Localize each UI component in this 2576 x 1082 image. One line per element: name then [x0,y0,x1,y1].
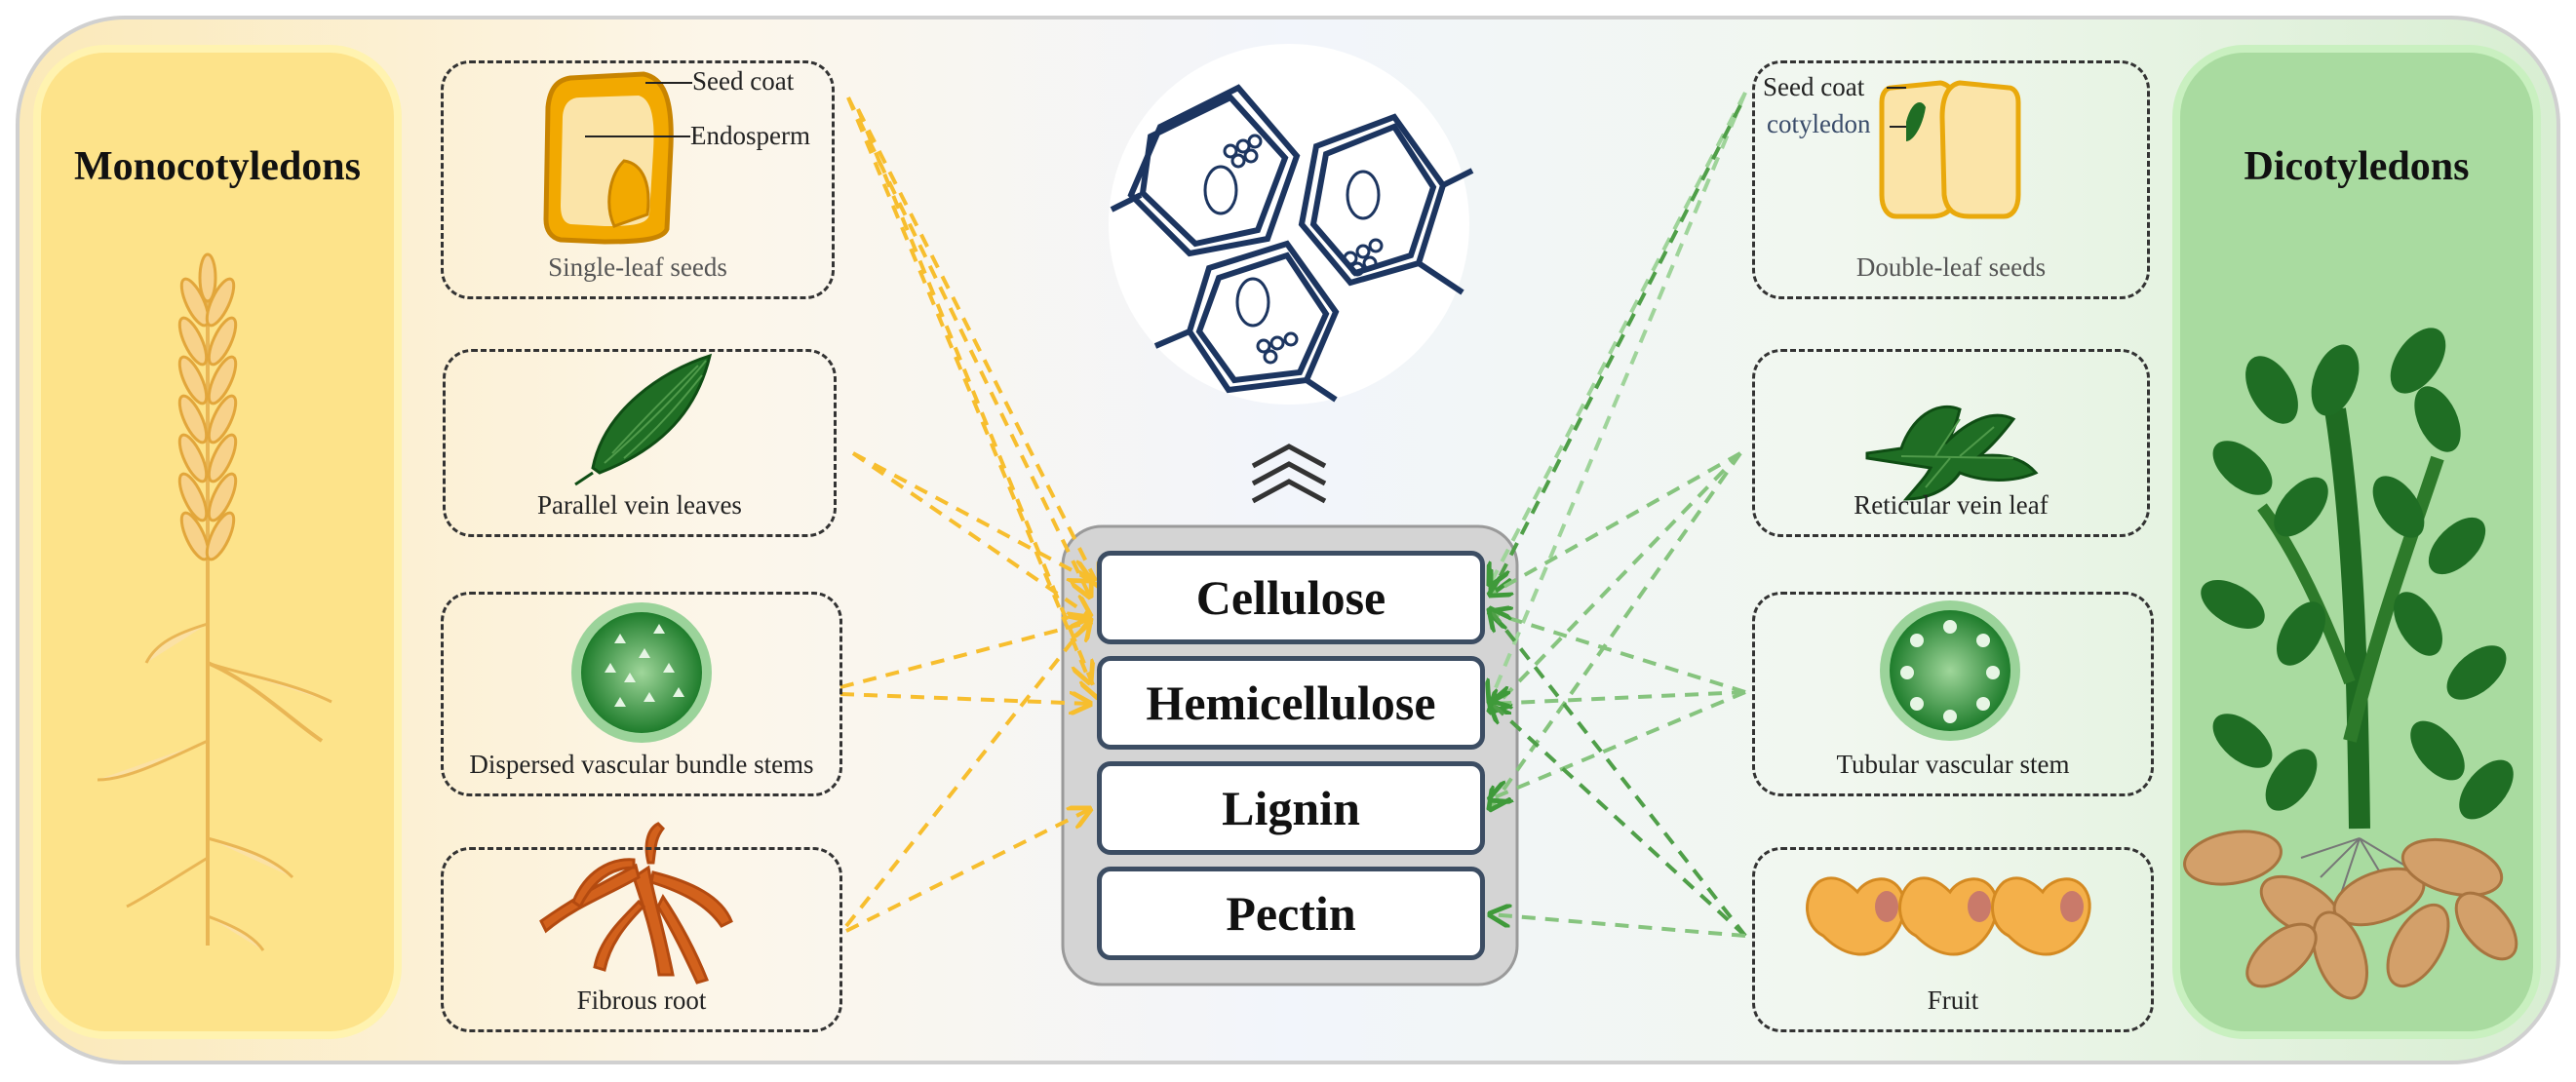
chevron-up-icon [1251,444,1327,504]
parallel-vein-leaves-label: Parallel vein leaves [537,490,742,520]
dicotyledons-title: Dicotyledons [2244,144,2470,189]
plant-cell-wall-icon [1109,44,1474,405]
fibrous-root-box: Fibrous root [441,847,842,1032]
dispersed-vascular-box: Dispersed vascular bundle stems [441,592,842,796]
wheat-plant-icon [97,252,332,951]
seed-coat-annotation: Seed coat [692,66,795,96]
cotyledon-annotation: cotyledon [1767,109,1871,138]
tubular-vascular-stem-box: Tubular vascular stem [1752,592,2154,796]
parallel-vein-leaf-icon [574,353,713,486]
double-leaf-seeds-label: Double-leaf seeds [1855,252,2047,282]
fibrous-root-label: Fibrous root [576,985,707,1015]
double-leaf-seeds-box: Double-leaf seeds [1752,60,2150,299]
endosperm-annotation: Endosperm [690,121,810,150]
monocot-seed-icon [543,71,692,245]
single-leaf-seeds-box: Single-leaf seeds [441,60,835,299]
dispersed-vascular-label: Dispersed vascular bundle stems [469,750,814,779]
dicot-seed-coat-annotation: Seed coat [1763,72,1865,101]
tubular-stem-icon [1880,600,2020,741]
dicot-seed-icon [1879,80,2021,219]
single-leaf-seeds-label: Single-leaf seeds [548,252,727,282]
tubular-vascular-stem-label: Tubular vascular stem [1836,750,2070,779]
reticular-leaf-icon [1865,405,2039,501]
reticular-vein-leaf-box: Reticular vein leaf [1752,349,2150,537]
fruit-label: Fruit [1927,985,1979,1015]
dispersed-stem-icon [571,602,712,743]
lignin-box: Lignin [1097,761,1485,855]
fibrous-root-icon [539,822,733,985]
reticular-vein-leaf-label: Reticular vein leaf [1854,490,2049,520]
hemicellulose-box: Hemicellulose [1097,656,1485,750]
monocot-arrows [839,97,1098,933]
parallel-vein-leaves-box: Parallel vein leaves [443,349,837,537]
peanut-fruit-icon [1806,876,2091,956]
dicot-arrows [1490,92,1747,938]
fruit-box: Fruit [1752,847,2154,1032]
pectin-box: Pectin [1097,867,1485,960]
cellulose-box: Cellulose [1097,551,1485,644]
peanut-plant-icon [2183,328,2518,1000]
monocotyledons-title: Monocotyledons [74,144,361,189]
